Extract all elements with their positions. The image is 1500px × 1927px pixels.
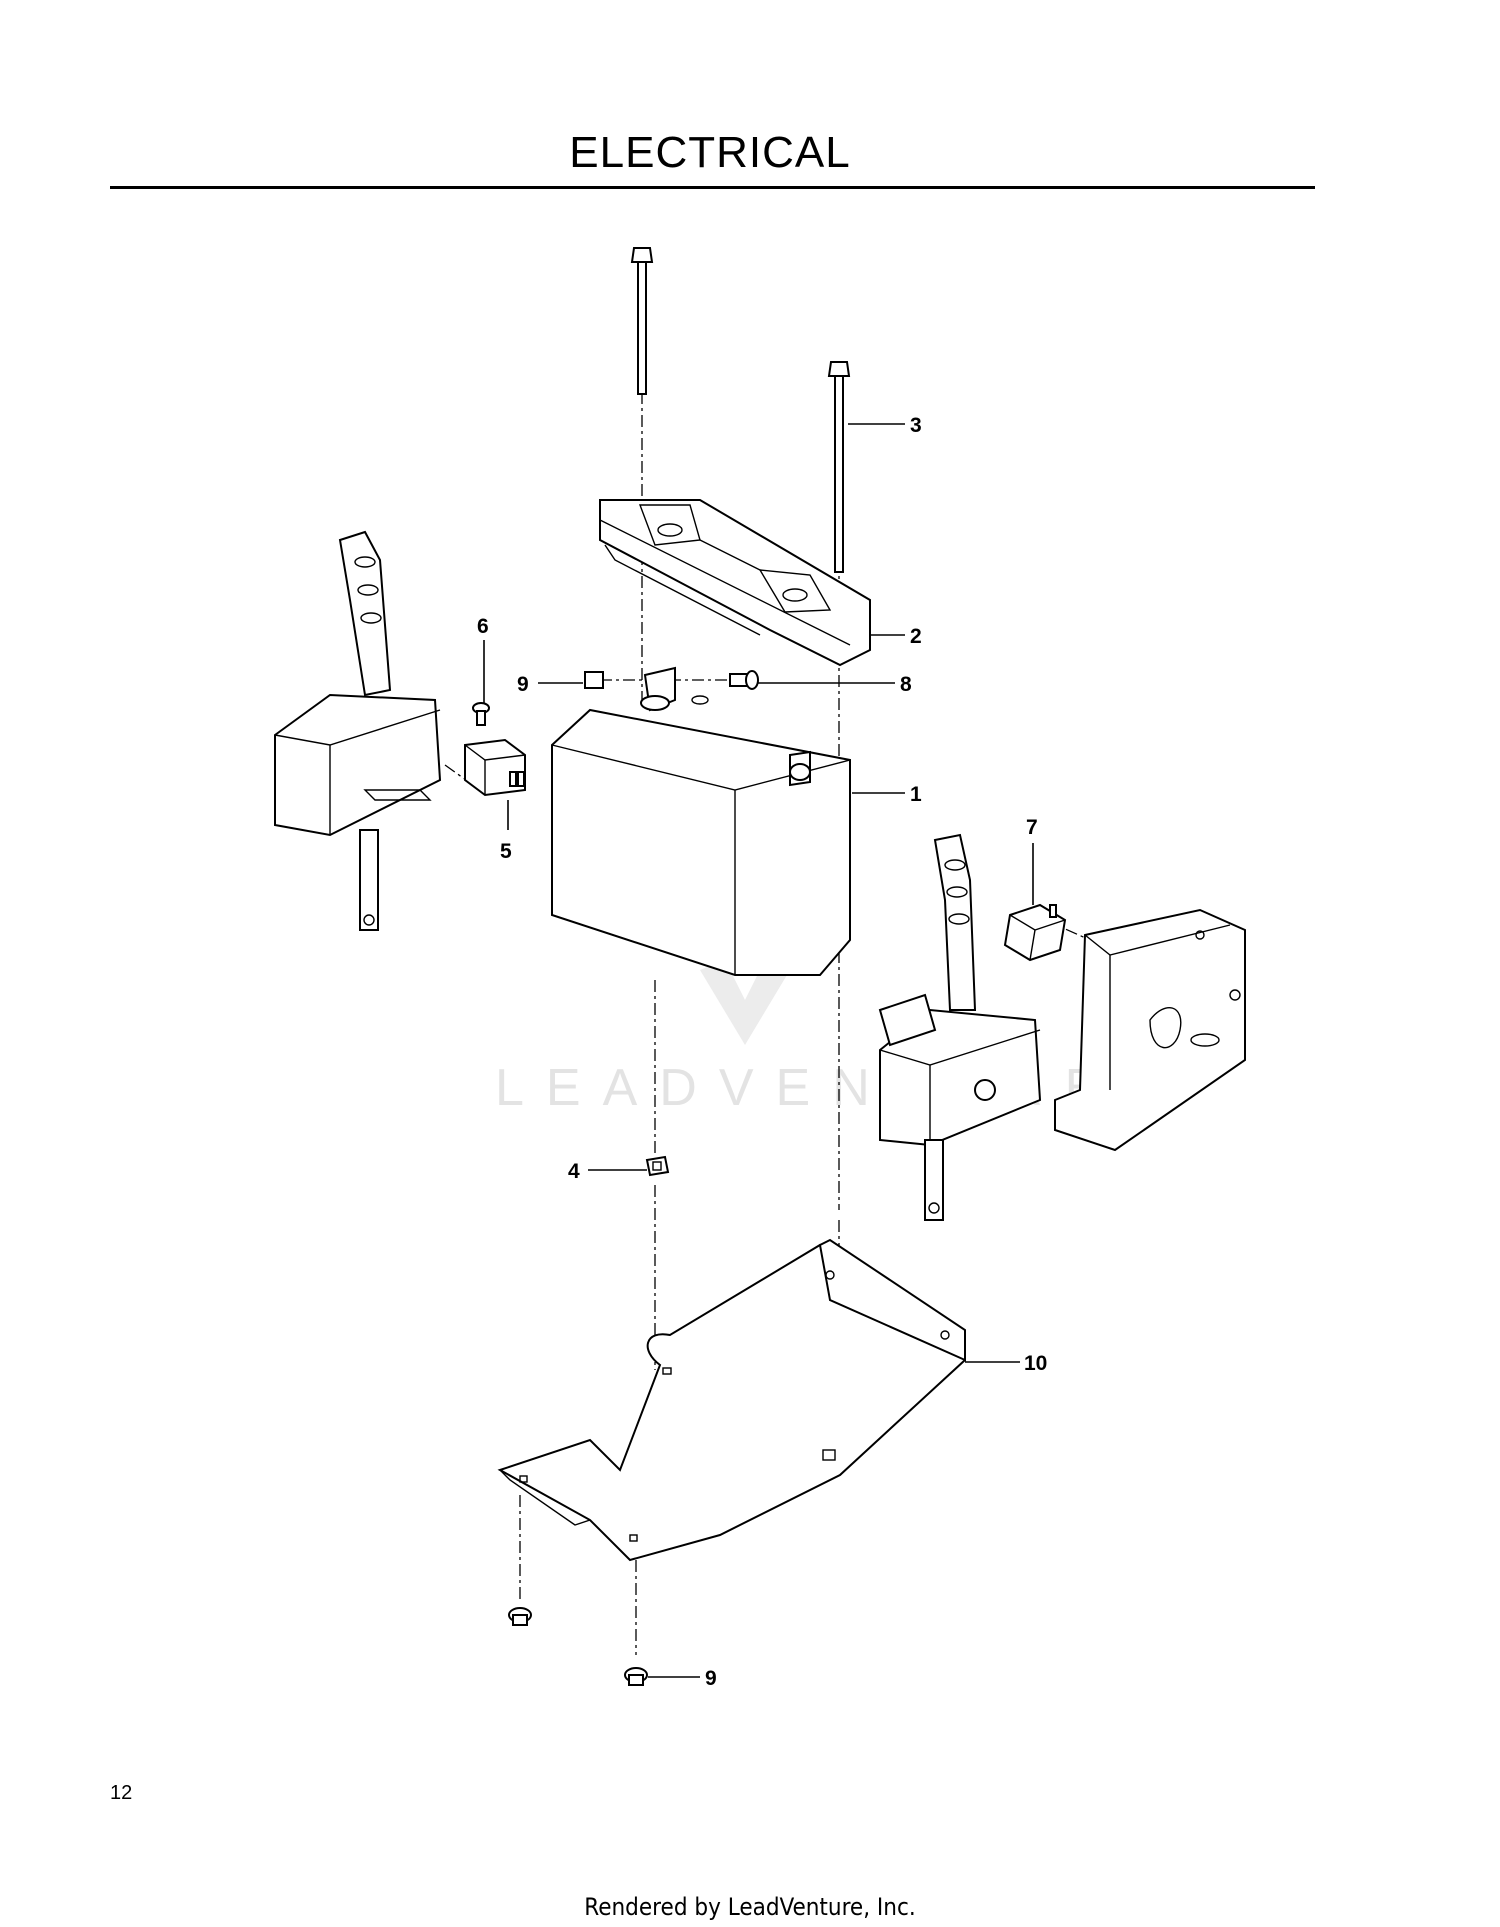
cage-nut-icon — [645, 1155, 670, 1177]
footer-credit: Rendered by LeadVenture, Inc. — [584, 1893, 916, 1921]
title-divider — [110, 186, 1315, 189]
leader-lines — [483, 423, 1034, 1678]
battery-icon — [551, 666, 851, 976]
battery-tray-icon — [497, 1238, 966, 1562]
callout-6: 6 — [477, 615, 489, 638]
frame-bracket-icon — [1054, 908, 1246, 1152]
left-control-lever-icon — [274, 530, 442, 931]
callout-8: 8 — [900, 673, 912, 696]
callout-4: 4 — [568, 1160, 580, 1183]
callout-9-upper: 9 — [517, 673, 529, 696]
right-control-lever-icon — [878, 833, 1042, 1221]
callout-1: 1 — [910, 783, 922, 806]
callout-2: 2 — [910, 625, 922, 648]
battery-hold-down-icon — [599, 499, 871, 667]
safety-switch-icon — [464, 738, 526, 797]
terminal-bolt-icon — [729, 670, 759, 690]
safety-switch-icon — [1003, 903, 1067, 962]
callout-10: 10 — [1024, 1352, 1047, 1375]
callout-3: 3 — [910, 414, 922, 437]
page-title: ELECTRICAL — [569, 128, 851, 177]
long-bolt-icon — [630, 247, 851, 573]
flange-nut-icon — [508, 1607, 648, 1686]
callout-9-lower: 9 — [705, 1667, 717, 1690]
screw-icon — [472, 702, 490, 726]
callout-5: 5 — [500, 840, 512, 863]
hex-nut-icon — [584, 671, 604, 689]
callout-7: 7 — [1026, 816, 1038, 839]
page-number: 12 — [110, 1782, 133, 1804]
callout-labels: 3 2 1 8 9 7 6 5 4 10 9 — [477, 414, 1047, 1690]
